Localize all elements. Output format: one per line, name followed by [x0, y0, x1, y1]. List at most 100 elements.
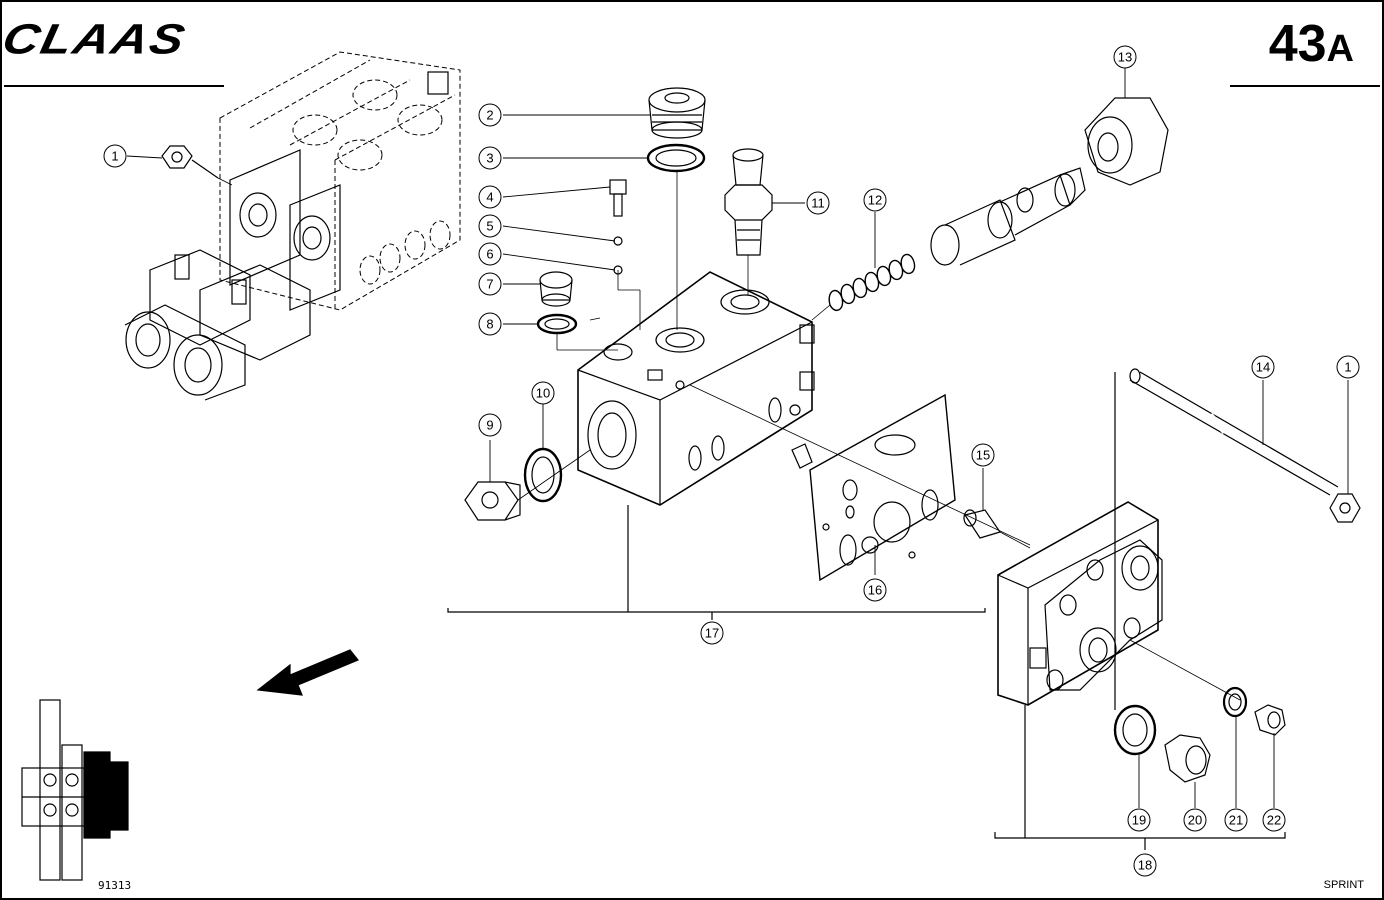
valve-bank-solid-parts	[124, 71, 449, 401]
callout-circle	[478, 272, 502, 296]
o-ring-top	[646, 143, 706, 173]
callout-circle	[863, 188, 887, 212]
callout-circle	[478, 214, 502, 238]
plug-side	[464, 481, 521, 521]
callout-circle	[700, 621, 724, 645]
callout-number: 1	[111, 149, 118, 164]
callout-10: 10	[531, 381, 555, 405]
part-nut-right	[1329, 493, 1361, 523]
page-number-suffix: A	[1326, 28, 1354, 70]
callout-number: 1	[1344, 360, 1351, 375]
plug-bottom	[1164, 734, 1211, 783]
gasket-plate	[809, 393, 956, 582]
callout-circle	[971, 443, 995, 467]
callout-number: 4	[486, 190, 493, 205]
callout-number: 17	[705, 626, 719, 641]
plug-small	[539, 271, 573, 307]
assembly-axes	[217, 171, 1241, 701]
callout-8: 8	[478, 312, 502, 336]
o-ring-bottom	[1113, 704, 1157, 756]
plug-tiny	[1254, 704, 1286, 736]
callout-20: 20	[1183, 808, 1207, 832]
callout-9: 9	[478, 413, 502, 437]
callout-number: 11	[811, 196, 825, 211]
plug-top	[648, 87, 706, 139]
callout-number: 9	[486, 418, 493, 433]
spool-piston	[930, 167, 1086, 266]
callout-number: 5	[486, 219, 493, 234]
dowel-pin	[791, 443, 813, 469]
pressure-switch	[724, 148, 773, 256]
callout-circle	[1224, 808, 1248, 832]
callout-circle	[478, 242, 502, 266]
callout-15: 15	[971, 443, 995, 467]
callout-13: 13	[1113, 45, 1137, 69]
callout-circle	[1113, 45, 1137, 69]
callout-number: 15	[976, 448, 990, 463]
callout-circle	[531, 381, 555, 405]
callout-circle	[103, 144, 127, 168]
callout-circle	[1251, 355, 1275, 379]
callout-circle	[478, 103, 502, 127]
callout-number: 18	[1138, 858, 1152, 873]
part-nut-left	[161, 145, 219, 179]
callout-number: 16	[868, 583, 882, 598]
callout-14: 14	[1251, 355, 1275, 379]
callout-17: 17	[700, 621, 724, 645]
direction-arrow	[256, 649, 359, 696]
tie-rod	[1129, 368, 1339, 496]
callout-circle	[1336, 355, 1360, 379]
callout-number: 7	[486, 277, 493, 292]
o-ring-tiny	[1222, 686, 1248, 718]
page-number-main: 43	[1268, 15, 1327, 73]
position-inset	[21, 699, 129, 881]
callout-7: 7	[478, 272, 502, 296]
callout-11: 11	[806, 191, 830, 215]
callout-number: 12	[868, 193, 882, 208]
callout-number: 22	[1267, 813, 1281, 828]
cap-nut	[1084, 97, 1169, 186]
callout-circle	[1133, 853, 1157, 877]
valve-housing	[577, 271, 815, 506]
callout-3: 3	[478, 146, 502, 170]
callout-circle	[806, 191, 830, 215]
end-cover	[997, 501, 1163, 706]
callout-number: 14	[1256, 360, 1270, 375]
callout-2: 2	[478, 103, 502, 127]
callout-number: 10	[536, 386, 550, 401]
callout-circle	[863, 578, 887, 602]
o-ring-small	[536, 313, 578, 335]
callout-number: 8	[486, 317, 493, 332]
callout-6: 6	[478, 242, 502, 266]
callout-number: 3	[486, 151, 493, 166]
fitting-small	[609, 179, 627, 275]
callout-18: 18	[1133, 853, 1157, 877]
o-ring-side	[523, 447, 563, 503]
callout-number: 19	[1132, 813, 1146, 828]
leader-lines	[126, 68, 1349, 808]
callout-12: 12	[863, 188, 887, 212]
callout-1: 1	[1336, 355, 1360, 379]
pin-sleeve	[963, 509, 1001, 539]
callout-circle	[478, 146, 502, 170]
callout-number: 2	[486, 108, 493, 123]
callout-1: 1	[103, 144, 127, 168]
page-number: 43A	[1269, 18, 1354, 70]
callout-number: 13	[1118, 50, 1132, 65]
drawing-number: 91313	[98, 879, 132, 892]
model-name: SPRINT	[1323, 879, 1364, 891]
callout-number: 21	[1229, 813, 1243, 828]
callout-circle	[1183, 808, 1207, 832]
callout-number: 20	[1188, 813, 1202, 828]
callout-circle	[478, 312, 502, 336]
callout-19: 19	[1127, 808, 1151, 832]
callout-4: 4	[478, 185, 502, 209]
spring	[828, 253, 916, 312]
callout-circle	[478, 185, 502, 209]
callout-22: 22	[1262, 808, 1286, 832]
callout-circle	[478, 413, 502, 437]
